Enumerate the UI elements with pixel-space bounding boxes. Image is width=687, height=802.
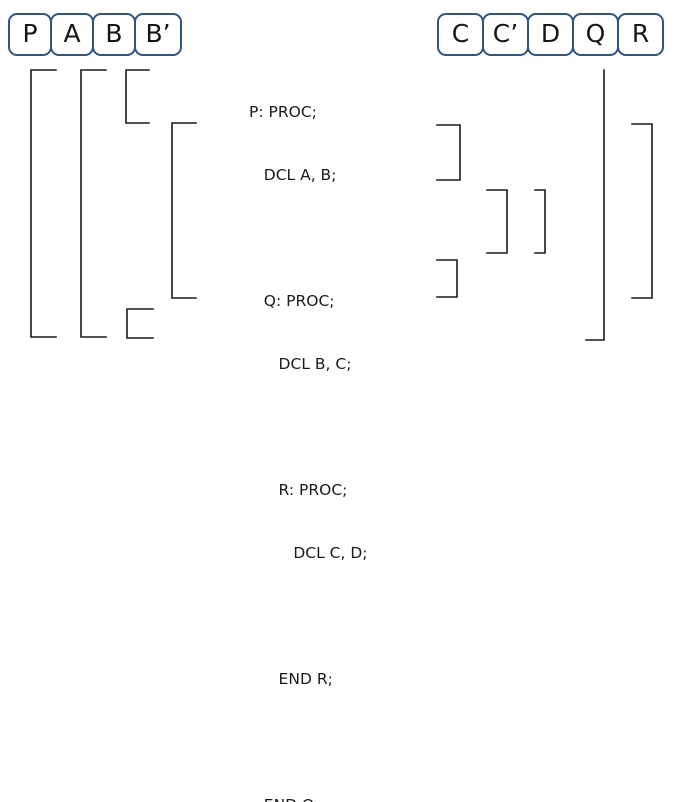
- code-line: DCL A, B;: [249, 166, 337, 184]
- label-box-D-text: D: [540, 19, 561, 48]
- label-box-C-text: C: [451, 19, 470, 48]
- label-box-A[interactable]: A: [50, 13, 94, 56]
- code-listing: P: PROC; DCL A, B; Q: PROC; DCL B, C; R:…: [249, 60, 368, 802]
- code-line-blank: [249, 732, 368, 753]
- code-line-blank: [249, 228, 368, 249]
- scope-bracket-Q: [585, 69, 605, 341]
- scope-bracket-D: [534, 189, 546, 254]
- code-line-blank: [249, 606, 368, 627]
- right-label-box-row: C C’ D Q R: [437, 13, 664, 56]
- label-box-B-prime[interactable]: B’: [134, 13, 182, 56]
- label-box-A-text: A: [63, 19, 81, 48]
- left-label-box-row: P A B B’: [8, 13, 182, 56]
- code-line: DCL C, D;: [249, 544, 368, 562]
- label-box-Q-text: Q: [585, 19, 606, 48]
- label-box-Q[interactable]: Q: [572, 13, 619, 56]
- label-box-C-prime-text: C’: [492, 19, 519, 48]
- scope-bracket-layer: [30, 69, 653, 341]
- code-line: P: PROC;: [249, 103, 317, 121]
- label-box-R[interactable]: R: [617, 13, 664, 56]
- label-box-P[interactable]: P: [8, 13, 52, 56]
- scope-bracket-C-lower: [436, 259, 458, 298]
- code-line: END Q;: [249, 795, 368, 802]
- scope-bracket-B-upper: [125, 69, 150, 124]
- label-box-R-text: R: [631, 19, 650, 48]
- label-box-B[interactable]: B: [92, 13, 136, 56]
- label-box-B-text: B: [105, 19, 123, 48]
- scope-bracket-B-prime: [171, 122, 197, 299]
- scope-bracket-C-upper: [436, 124, 461, 181]
- scope-bracket-R: [631, 123, 653, 299]
- code-line-blank: [249, 417, 368, 438]
- code-line: Q: PROC;: [249, 292, 335, 310]
- code-line: DCL B, C;: [249, 355, 352, 373]
- label-box-B-prime-text: B’: [145, 19, 171, 48]
- code-line: R: PROC;: [249, 481, 348, 499]
- label-box-P-text: P: [22, 19, 38, 48]
- scope-bracket-C-prime: [486, 189, 508, 254]
- code-line: END R;: [249, 670, 333, 688]
- scope-bracket-B-lower: [126, 308, 154, 339]
- scope-bracket-A: [80, 69, 107, 338]
- diagram-canvas: P A B B’ C C’ D Q R: [8, 13, 664, 802]
- scope-bracket-P: [30, 69, 57, 338]
